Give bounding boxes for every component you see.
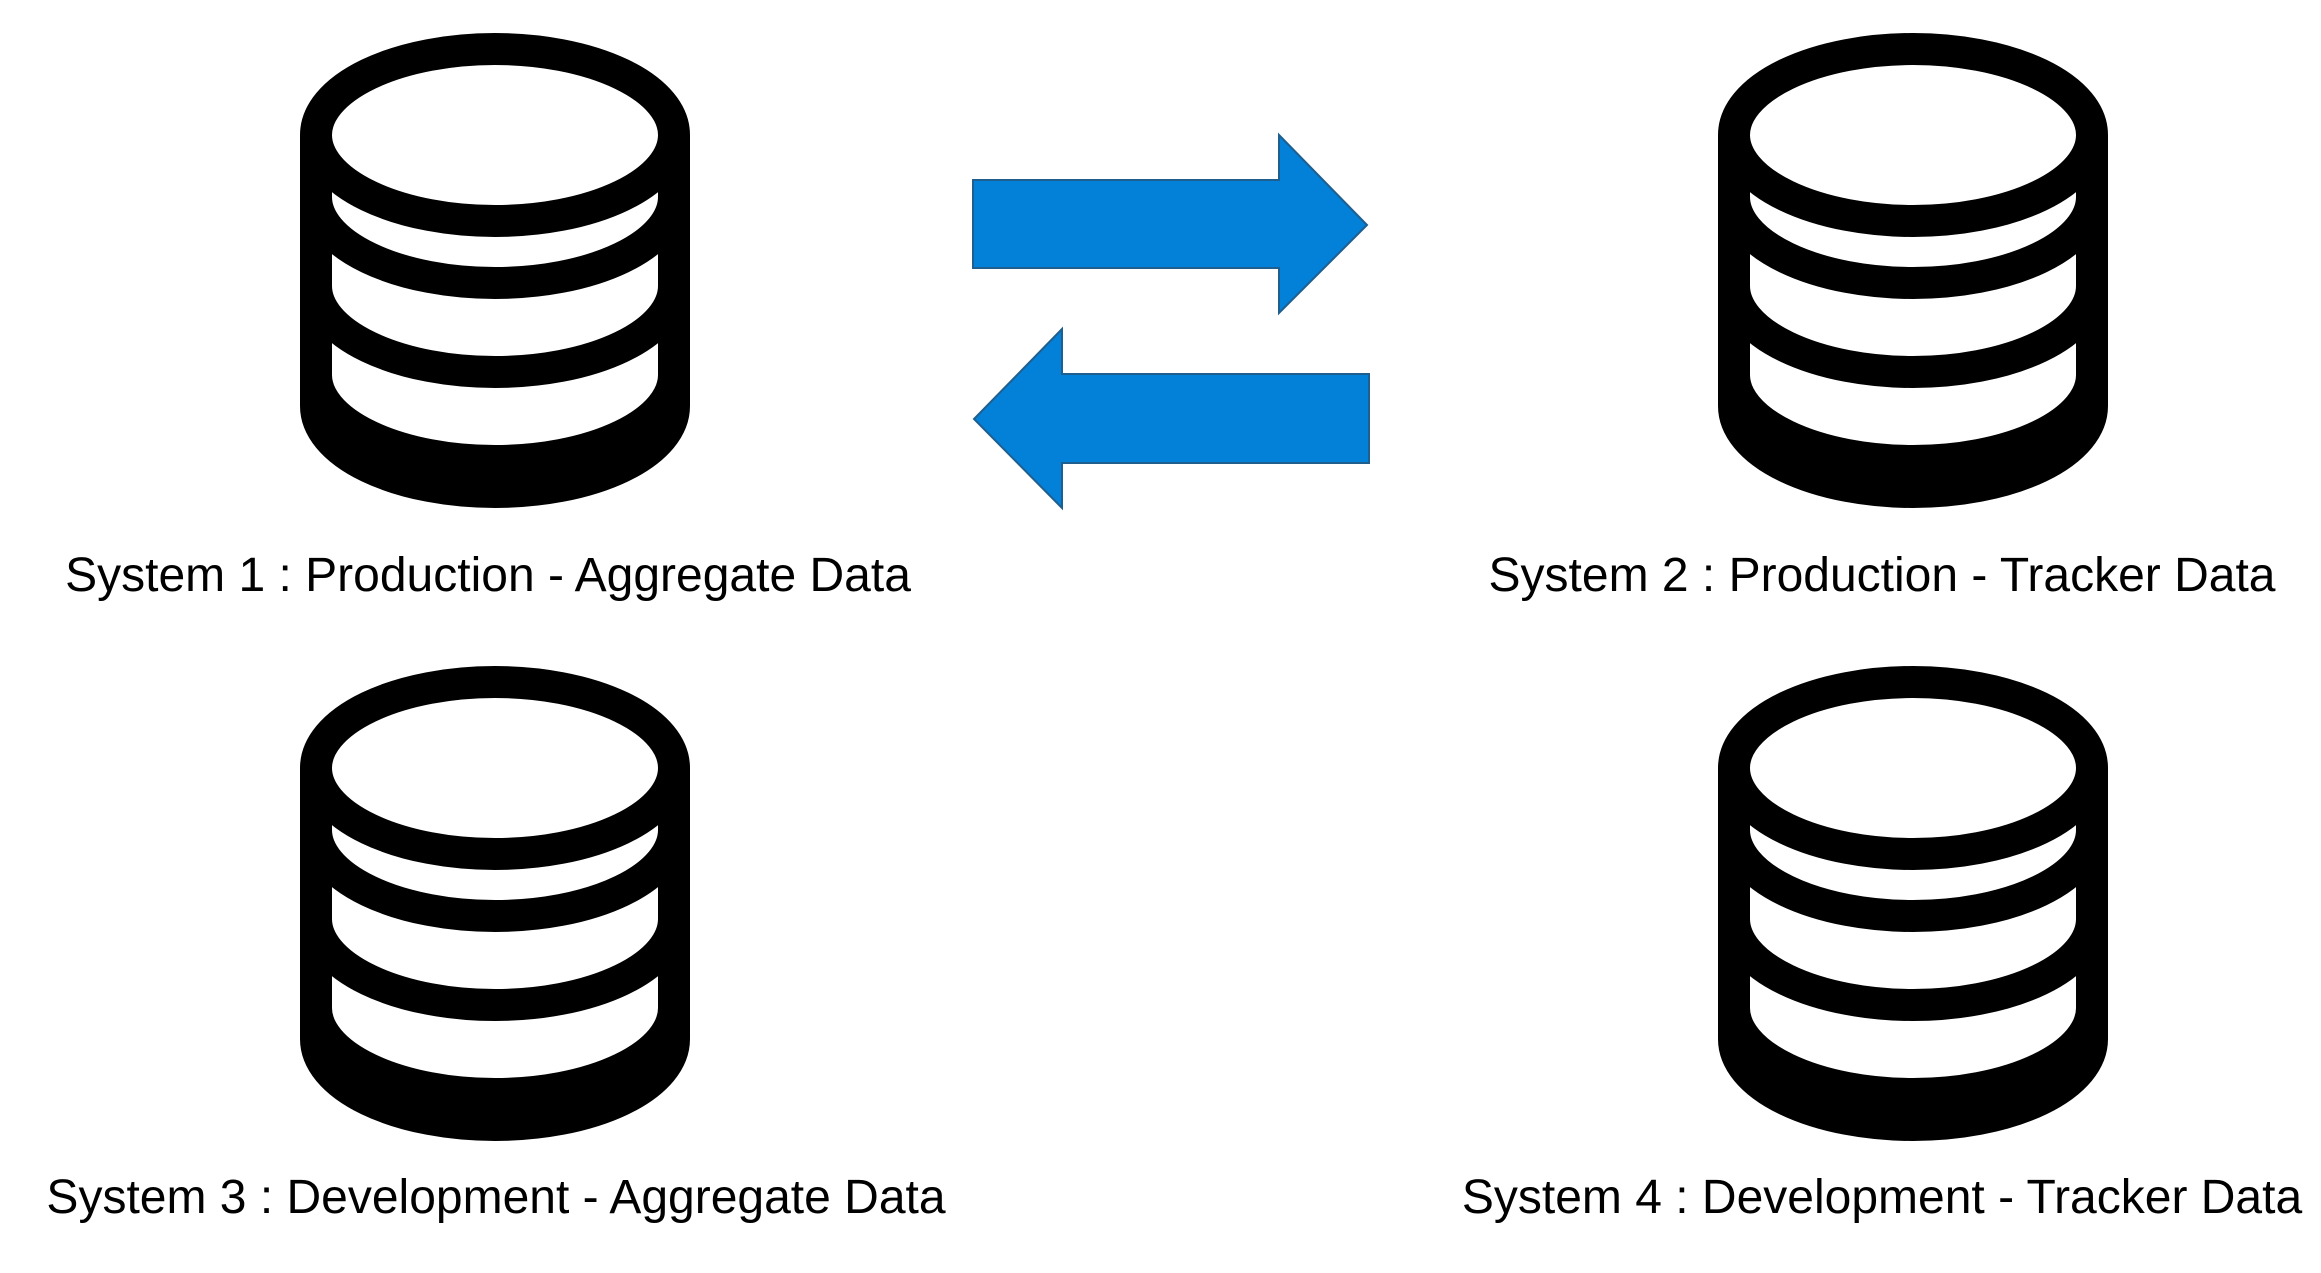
system-1-database-icon <box>300 33 690 508</box>
system-2-label: System 2 : Production - Tracker Data <box>1488 549 2276 602</box>
arrow-left-icon <box>972 326 1370 511</box>
system-2-database-icon <box>1718 33 2108 508</box>
system-1-label: System 1 : Production - Aggregate Data <box>65 549 911 602</box>
arrow-right-icon <box>972 132 1369 316</box>
system-3-database-icon <box>300 666 690 1141</box>
sync-arrows <box>970 130 1375 515</box>
system-3-label: System 3 : Development - Aggregate Data <box>46 1171 946 1224</box>
system-4-database-icon <box>1718 666 2108 1141</box>
system-4-label: System 4 : Development - Tracker Data <box>1461 1171 2303 1224</box>
